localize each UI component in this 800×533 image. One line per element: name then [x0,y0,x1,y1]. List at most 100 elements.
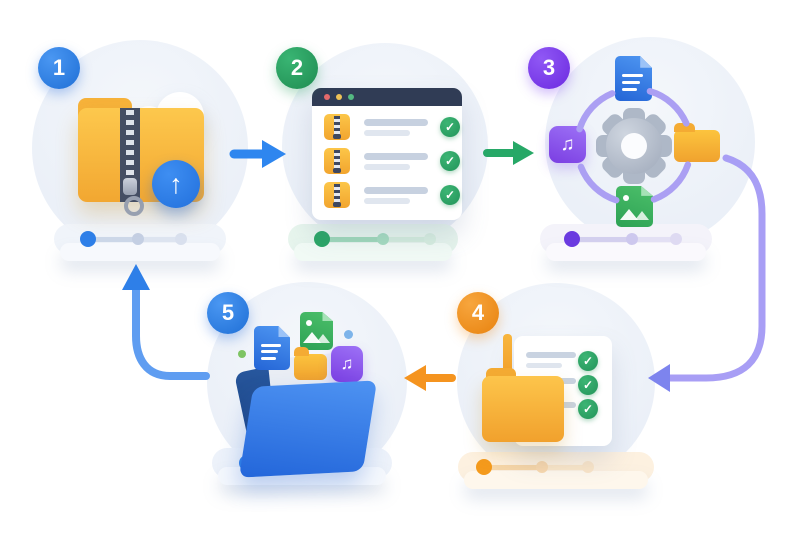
bookmark-strip [503,334,512,386]
text-line [364,119,428,126]
progress-dot [582,461,594,473]
traffic-light-yellow-icon [336,94,342,100]
mountain-shape [619,208,638,220]
text-line [261,350,279,354]
text-line [261,356,276,360]
progress-line [542,465,588,470]
folder-icon [482,376,564,442]
step5-number: 5 [221,300,235,325]
decor-dot-green [238,350,246,358]
check-glyph: ✓ [444,154,456,168]
open-folder-front [238,380,378,478]
sun-dot [305,320,312,327]
image-icon [300,312,333,350]
browser-titlebar [312,88,462,106]
music-glyph: ♫ [340,354,354,373]
step2-number: 2 [290,55,304,80]
text-line [622,74,643,77]
step3-progress-platform [540,224,712,261]
check-glyph: ✓ [582,378,594,392]
check-glyph: ✓ [444,120,456,134]
text-line [364,153,428,160]
zip-file-icon [324,114,350,140]
traffic-light-green-icon [348,94,354,100]
decor-dot-blue [344,330,353,339]
step1-progress-platform [54,224,226,261]
text-line [622,80,641,84]
progress-dot-active [314,231,330,247]
progress-dot-active [564,231,580,247]
zip-file-icon [324,148,350,174]
step3-number: 3 [542,55,556,80]
zip-list-row: ✓ [324,182,460,210]
check-glyph: ✓ [582,402,594,416]
progress-line [572,237,632,242]
zipper-pull-icon [123,178,137,195]
progress-dot [626,233,638,245]
progress-line [383,237,430,242]
text-line [364,198,410,204]
text-line [261,343,281,347]
progress-dot-active [80,231,96,247]
step2-progress-platform [288,224,458,261]
progress-dot [175,233,187,245]
progress-dot [536,461,548,473]
check-icon: ✓ [440,117,460,137]
step1-number: 1 [52,55,66,80]
progress-dot [132,233,144,245]
step1-badge: 1 [38,47,80,89]
step4-progress-platform [458,452,654,489]
zipper-ring-icon [124,196,144,216]
check-icon: ✓ [440,151,460,171]
text-line [622,87,638,91]
progress-dot [670,233,682,245]
step4-badge: 4 [457,292,499,334]
arrow-step5-to-step1 [122,264,210,380]
zip-list-row: ✓ [324,148,460,176]
step2-badge: 2 [276,47,318,89]
zip-list-row: ✓ [324,114,460,142]
folder-icon [294,347,327,380]
zip-file-icon [324,182,350,208]
folder-icon [674,123,720,162]
progress-line [632,237,676,242]
traffic-light-red-icon [324,94,330,100]
mountain-shape [315,334,330,344]
progress-line [138,237,185,242]
check-icon: ✓ [578,375,598,395]
step5-badge: 5 [207,292,249,334]
progress-dot-active [476,459,492,475]
gear-hole [621,133,647,159]
music-glyph: ♫ [560,133,575,155]
arrow-step4-to-step5 [404,365,456,391]
step3-badge: 3 [528,47,570,89]
document-icon [615,56,652,101]
progress-line [322,237,383,242]
progress-dot [424,233,436,245]
image-icon [616,186,653,227]
progress-line [88,237,138,242]
step4-number: 4 [471,300,485,325]
text-line [364,187,428,194]
check-glyph: ✓ [444,188,456,202]
music-icon: ♫ [549,126,586,163]
text-line [526,352,576,358]
check-glyph: ✓ [582,354,594,368]
arrow-step2-to-step3 [483,141,534,165]
upload-arrow-glyph: ↑ [169,168,183,199]
gear-icon [596,108,672,184]
mountain-shape [303,332,322,344]
browser-window: ✓ ✓ ✓ [312,88,462,220]
check-icon: ✓ [578,351,598,371]
music-icon: ♫ [331,346,363,382]
progress-line [484,465,542,470]
check-icon: ✓ [440,185,460,205]
text-line [526,363,562,368]
progress-dot [377,233,389,245]
check-icon: ✓ [578,399,598,419]
mountain-shape [635,210,650,220]
upload-arrow-icon: ↑ [152,160,200,208]
text-line [364,164,410,170]
document-icon [254,326,290,370]
